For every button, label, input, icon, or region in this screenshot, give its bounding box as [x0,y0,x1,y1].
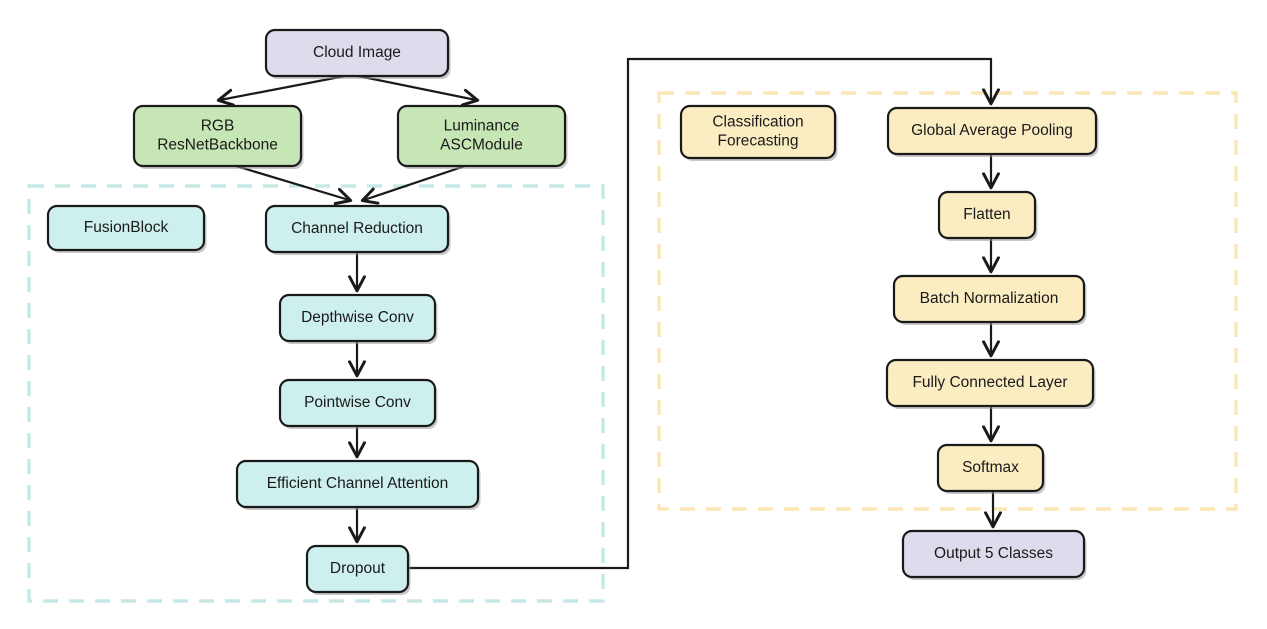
node-output-5-classes-box[interactable] [901,529,1086,579]
node-channel-reduction-label: Channel Reduction [291,220,423,237]
node-softmax-label: Softmax [962,459,1019,476]
node-pointwise-conv-box[interactable] [278,378,437,428]
node-dropout-label: Dropout [330,560,386,577]
node-cloud-image-label: Cloud Image [313,44,401,61]
node-pointwise-conv-label: Pointwise Conv [304,394,411,411]
node-channel-reduction[interactable]: Channel Reduction [264,204,451,255]
node-channel-reduction-box[interactable] [264,204,450,254]
node-flatten-label: Flatten [963,206,1010,223]
node-dropout-box[interactable] [305,544,410,594]
node-luminance-ascmodule-box[interactable] [396,104,567,168]
node-fusion-block-label[interactable]: FusionBlock [46,204,207,253]
node-fusion-block-label-label: FusionBlock [84,219,169,236]
node-efficient-channel-attention[interactable]: Efficient Channel Attention [235,459,481,510]
node-efficient-channel-attention-label: Efficient Channel Attention [267,475,449,492]
node-fully-connected-layer-label: Fully Connected Layer [912,374,1067,391]
node-batch-normalization[interactable]: Batch Normalization [892,274,1087,325]
node-cloud-image-box[interactable] [264,28,450,78]
node-global-average-pooling[interactable]: Global Average Pooling [886,106,1099,157]
node-cloud-image[interactable]: Cloud Image [264,28,451,79]
node-output-5-classes[interactable]: Output 5 Classes [901,529,1087,580]
classification-forecasting-group [657,91,1238,511]
fusion-block-group [27,184,605,603]
node-dropout[interactable]: Dropout [305,544,411,595]
node-depthwise-conv-box[interactable] [278,293,437,343]
edges-layer [220,57,993,570]
node-fully-connected-layer-box[interactable] [885,358,1095,408]
node-fusion-block-label-box[interactable] [46,204,206,252]
edge-cloud-image-to-luminance [357,74,476,100]
node-batch-normalization-label: Batch Normalization [920,290,1059,307]
node-batch-normalization-box[interactable] [892,274,1086,324]
node-depthwise-conv-label: Depthwise Conv [301,309,414,326]
node-output-5-classes-label: Output 5 Classes [934,545,1053,562]
node-depthwise-conv[interactable]: Depthwise Conv [278,293,438,344]
node-global-average-pooling-box[interactable] [886,106,1098,156]
node-flatten-box[interactable] [937,190,1037,240]
node-softmax[interactable]: Softmax [936,443,1046,494]
node-efficient-channel-attention-box[interactable] [235,459,480,509]
edge-luminance-to-channel-reduction [364,164,466,200]
node-rgb-resnet-backbone-box[interactable] [132,104,303,168]
node-fully-connected-layer[interactable]: Fully Connected Layer [885,358,1096,409]
node-global-average-pooling-label: Global Average Pooling [911,122,1073,139]
edge-rgb-to-channel-reduction [235,164,349,200]
edge-dropout-to-global-average-pooling [408,57,991,570]
group-boxes-layer [27,91,1238,603]
edge-cloud-image-to-rgb [220,74,346,100]
node-softmax-box[interactable] [936,443,1045,493]
node-flatten[interactable]: Flatten [937,190,1038,241]
node-classification-forecasting-box[interactable] [679,104,837,160]
node-pointwise-conv[interactable]: Pointwise Conv [278,378,438,429]
